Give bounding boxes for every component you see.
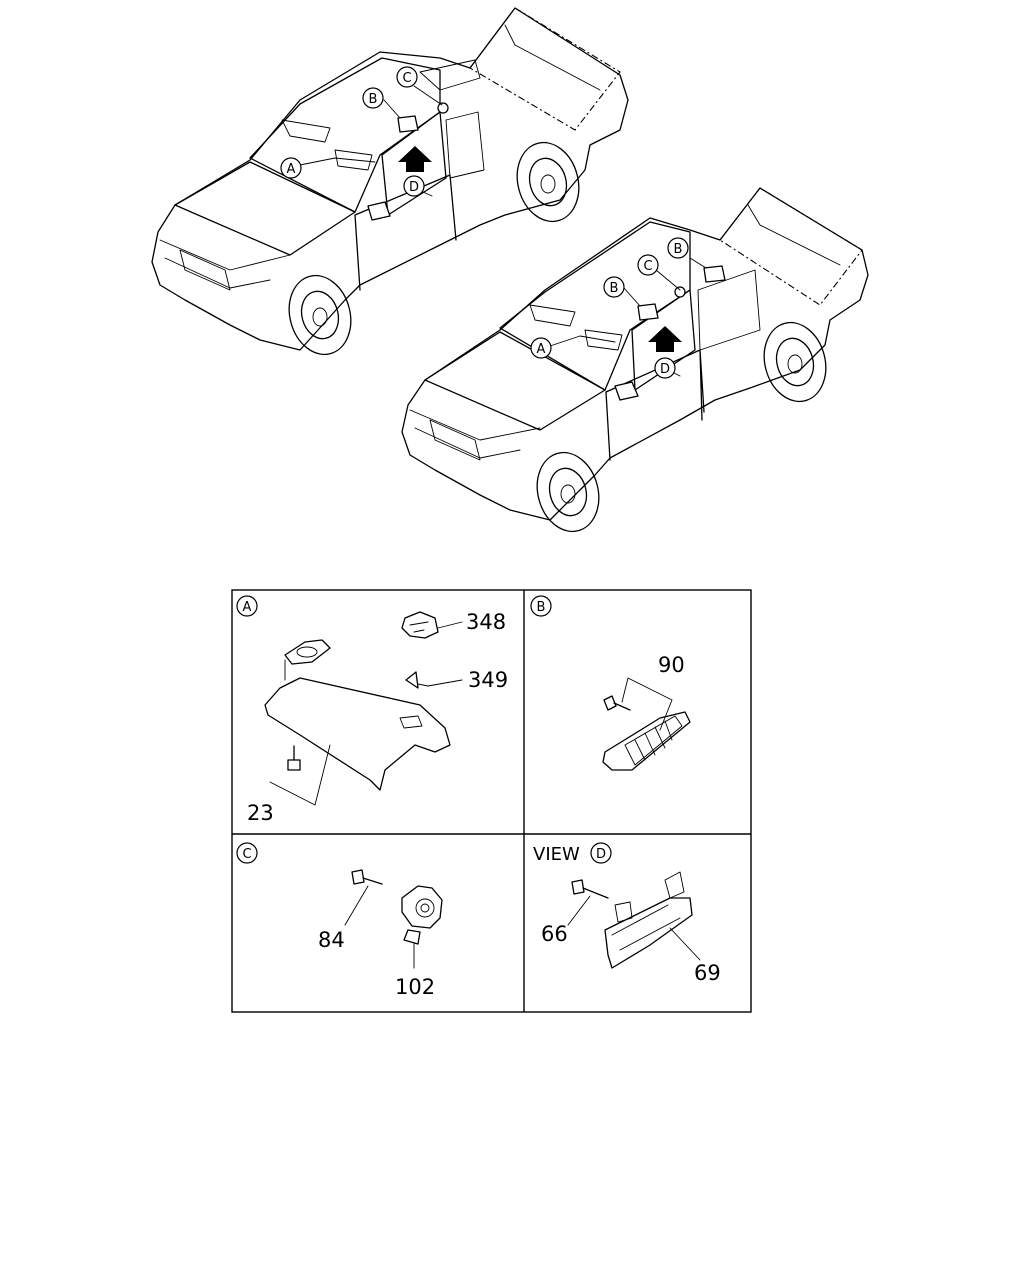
panel-d: VIEW D 66 69: [533, 842, 721, 985]
svg-text:B: B: [610, 281, 619, 296]
panel-c: C 84 102: [236, 842, 443, 999]
part-84-label: 84: [318, 928, 345, 952]
svg-text:C: C: [402, 71, 411, 86]
callout-a: A: [530, 337, 552, 359]
panel-a: A 348 349 23: [236, 595, 508, 825]
svg-text:B: B: [674, 242, 683, 257]
svg-text:D: D: [409, 180, 419, 195]
part-90-label: 90: [658, 653, 685, 677]
panel-b: B 90: [530, 595, 691, 771]
svg-text:C: C: [643, 259, 652, 274]
svg-text:B: B: [369, 92, 378, 107]
callout-b-rear: B: [667, 237, 689, 259]
part-102-label: 102: [395, 975, 435, 999]
svg-text:A: A: [537, 342, 546, 357]
part-348-label: 348: [466, 610, 506, 634]
panel-d-view-label: VIEW: [533, 844, 580, 865]
panel-d-label: D: [596, 847, 606, 862]
panel-b-label: B: [537, 600, 546, 615]
truck-crew-cab: A B C B D: [401, 187, 869, 533]
panel-c-label: C: [242, 847, 251, 862]
part-69-label: 69: [694, 961, 721, 985]
callout-b: B: [603, 276, 625, 298]
detail-grid: [231, 589, 752, 1013]
truck-extended-cab: A B C D: [151, 7, 629, 356]
part-23-label: 23: [247, 801, 274, 825]
part-66-label: 66: [541, 922, 568, 946]
callout-a: A: [280, 157, 302, 179]
svg-text:A: A: [287, 162, 296, 177]
callout-c: C: [396, 66, 418, 88]
panel-a-label: A: [243, 600, 252, 615]
callout-d: D: [654, 357, 676, 379]
svg-text:D: D: [660, 362, 670, 377]
callout-c: C: [637, 254, 659, 276]
callout-d: D: [403, 175, 425, 197]
callout-b: B: [362, 87, 384, 109]
part-349-label: 349: [468, 668, 508, 692]
